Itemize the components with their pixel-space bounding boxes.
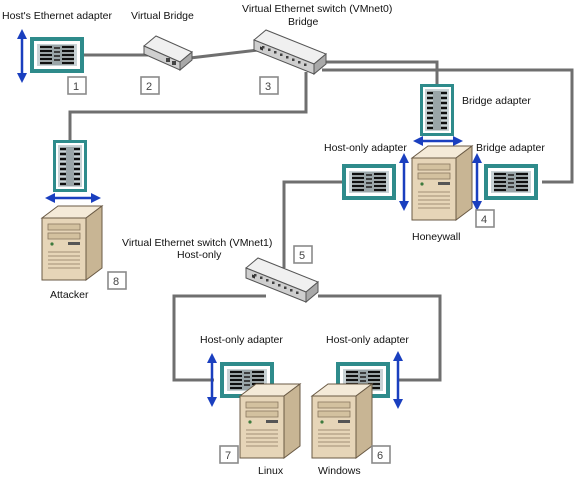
bridge-adapter-right-label: Bridge adapter — [476, 142, 545, 154]
number-badge-7-box — [219, 445, 239, 464]
vmnet1-label-line2: Host-only — [177, 249, 222, 261]
network-adapter-icon — [51, 138, 89, 194]
bridge-adapter-top-label: Bridge adapter — [462, 95, 531, 107]
number-badge-1-box — [67, 76, 87, 95]
number-badge-3: 3 — [265, 81, 271, 93]
windows-label: Windows — [318, 465, 361, 477]
network-adapter-icon — [340, 162, 398, 202]
host-only-adapter-windows-label: Host-only adapter — [326, 334, 409, 346]
windows-node: Host-only adapter Windows 6 — [311, 334, 409, 477]
number-badge-8: 8 — [113, 276, 119, 288]
vmnet0-switch-node: Virtual Ethernet switch (VMnet0) Bridge … — [242, 3, 392, 95]
host-only-adapter-honeywall-label: Host-only adapter — [324, 142, 407, 154]
virtual-bridge-node: Virtual Bridge 2 — [131, 10, 194, 95]
number-badge-6-box — [371, 445, 391, 464]
number-badge-8-box — [107, 271, 127, 290]
vmnet0-label-line1: Virtual Ethernet switch (VMnet0) — [242, 3, 392, 15]
switch-icon — [253, 29, 327, 75]
wires — [68, 48, 574, 382]
network-adapter-icon — [482, 162, 540, 202]
bridge-device-icon — [143, 35, 193, 71]
server-icon — [311, 383, 373, 459]
attacker-node: Attacker 8 — [41, 138, 127, 301]
number-badge-4: 4 — [481, 214, 487, 226]
bridge-adapter-top-node: Bridge adapter — [413, 82, 531, 146]
host-ethernet-adapter-node: Host's Ethernet adapter 1 — [2, 10, 112, 95]
wire-vmnet1-to-windows — [318, 294, 442, 382]
number-badge-6: 6 — [377, 450, 383, 462]
wire-honeywall-to-vmnet1 — [282, 180, 342, 268]
network-adapter-icon — [28, 35, 86, 75]
honeywall-label: Honeywall — [412, 231, 460, 243]
number-badge-5-box — [293, 245, 313, 264]
number-badge-3-box — [259, 76, 279, 95]
honeywall-node: Host-only adapter Bridge adapter Honeywa… — [324, 142, 545, 243]
server-icon — [411, 145, 473, 221]
network-adapter-icon — [418, 82, 456, 138]
number-badge-7: 7 — [225, 450, 231, 462]
number-badge-5: 5 — [299, 250, 305, 262]
wire-vmnet0-to-attacker — [68, 72, 308, 140]
linux-label: Linux — [258, 465, 284, 477]
wire-vmnet0-to-bridge-adapter-top — [322, 60, 439, 84]
server-icon — [41, 205, 103, 281]
virtual-bridge-label: Virtual Bridge — [131, 10, 194, 22]
host-eth-adapter-label: Host's Ethernet adapter — [2, 10, 112, 22]
number-badge-2-box — [140, 76, 160, 95]
wire-bridge-to-vmnet0 — [189, 48, 259, 60]
linux-node: Host-only adapter Linux 7 — [200, 334, 301, 477]
number-badge-1: 1 — [73, 81, 79, 93]
server-icon — [239, 383, 301, 459]
vmnet0-label-line2: Bridge — [288, 16, 319, 28]
host-only-adapter-linux-label: Host-only adapter — [200, 334, 283, 346]
wire-vmnet0-to-bridge-adapter-right — [322, 68, 574, 184]
vmnet1-label-line1: Virtual Ethernet switch (VMnet1) — [122, 237, 272, 249]
wire-vmnet1-to-linux — [172, 294, 266, 382]
number-badge-2: 2 — [146, 81, 152, 93]
vmnet1-switch-node: Virtual Ethernet switch (VMnet1) Host-on… — [122, 237, 319, 303]
attacker-label: Attacker — [50, 289, 89, 301]
number-badge-4-box — [475, 209, 495, 228]
